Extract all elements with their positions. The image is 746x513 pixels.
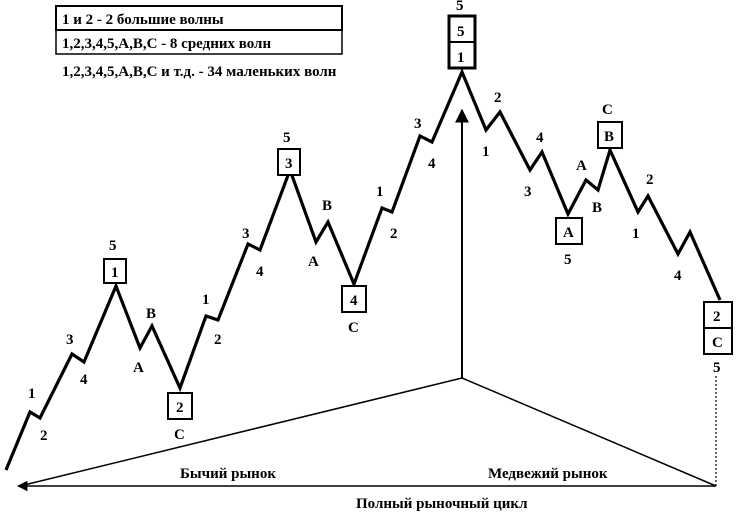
label-3c: 3 (414, 116, 422, 132)
label-d3: 3 (524, 184, 532, 200)
wave-line (4, 67, 722, 471)
box-wave-1 (103, 258, 127, 284)
label-d5: 5 (564, 252, 572, 268)
label-e5: 5 (713, 360, 721, 376)
box-label-3: 3 (285, 156, 293, 172)
legend-box-2 (55, 29, 343, 55)
label-3b: 3 (242, 226, 250, 242)
box-wave-3 (277, 148, 301, 176)
label-2c: 2 (390, 226, 398, 242)
box-label-2-end: 2 (713, 309, 721, 325)
legend-line-1: 1 и 2 - 2 большие волны (62, 12, 224, 28)
bull-line (19, 377, 463, 487)
label-1b: 1 (202, 292, 210, 308)
box-label-2: 2 (176, 400, 184, 416)
label-1: 1 (28, 386, 36, 402)
box-label-1-top: 1 (457, 50, 465, 66)
label-Cb: C (348, 320, 359, 336)
cycle-axes (16, 108, 717, 492)
label-dC: C (602, 102, 613, 118)
label-2: 2 (40, 428, 48, 444)
label-5: 5 (109, 238, 117, 254)
box-label-C-end: C (712, 335, 723, 351)
label-e1: 1 (632, 226, 640, 242)
label-5b: 5 (283, 130, 291, 146)
bear-market-label: Медвежий рынок (488, 466, 608, 482)
label-d4: 4 (536, 130, 544, 146)
label-e2: 2 (646, 172, 654, 188)
label-4c: 4 (428, 156, 436, 172)
wave-boxes (103, 14, 733, 420)
legend-line-3: 1,2,3,4,5,A,B,C и т.д. - 34 маленьких во… (62, 64, 337, 80)
label-Bb: B (322, 198, 332, 214)
full-cycle-label: Полный рыночный цикл (356, 496, 528, 512)
bull-market-label: Бычий рынок (180, 466, 276, 482)
bear-line (461, 377, 717, 487)
box-wave-2 (167, 392, 193, 420)
label-B: B (146, 306, 156, 322)
label-4: 4 (80, 372, 88, 388)
label-A: A (133, 360, 144, 376)
box-label-4: 4 (350, 293, 358, 309)
box-label-1: 1 (111, 265, 119, 281)
label-5c: 5 (456, 0, 464, 14)
box-wave-4 (341, 285, 367, 313)
label-4b: 4 (256, 264, 264, 280)
box-label-B: B (604, 129, 614, 145)
legend: 1 и 2 - 2 большие волны 1,2,3,4,5,A,B,C … (55, 5, 343, 80)
label-3: 3 (66, 332, 74, 348)
box-wave-B (597, 121, 623, 149)
label-2b: 2 (214, 332, 222, 348)
label-Ab: A (308, 254, 319, 270)
label-C: C (174, 427, 185, 443)
label-dA: A (576, 158, 587, 174)
box-wave-A (555, 217, 583, 245)
box-label-5: 5 (457, 24, 465, 40)
label-1c: 1 (376, 184, 384, 200)
label-d1: 1 (482, 144, 490, 160)
box-label-A: A (563, 225, 574, 241)
label-d2: 2 (494, 90, 502, 106)
label-dB: B (592, 200, 602, 216)
label-e4: 4 (674, 268, 682, 284)
legend-line-2: 1,2,3,4,5,A,B,C - 8 средних волн (62, 36, 271, 52)
